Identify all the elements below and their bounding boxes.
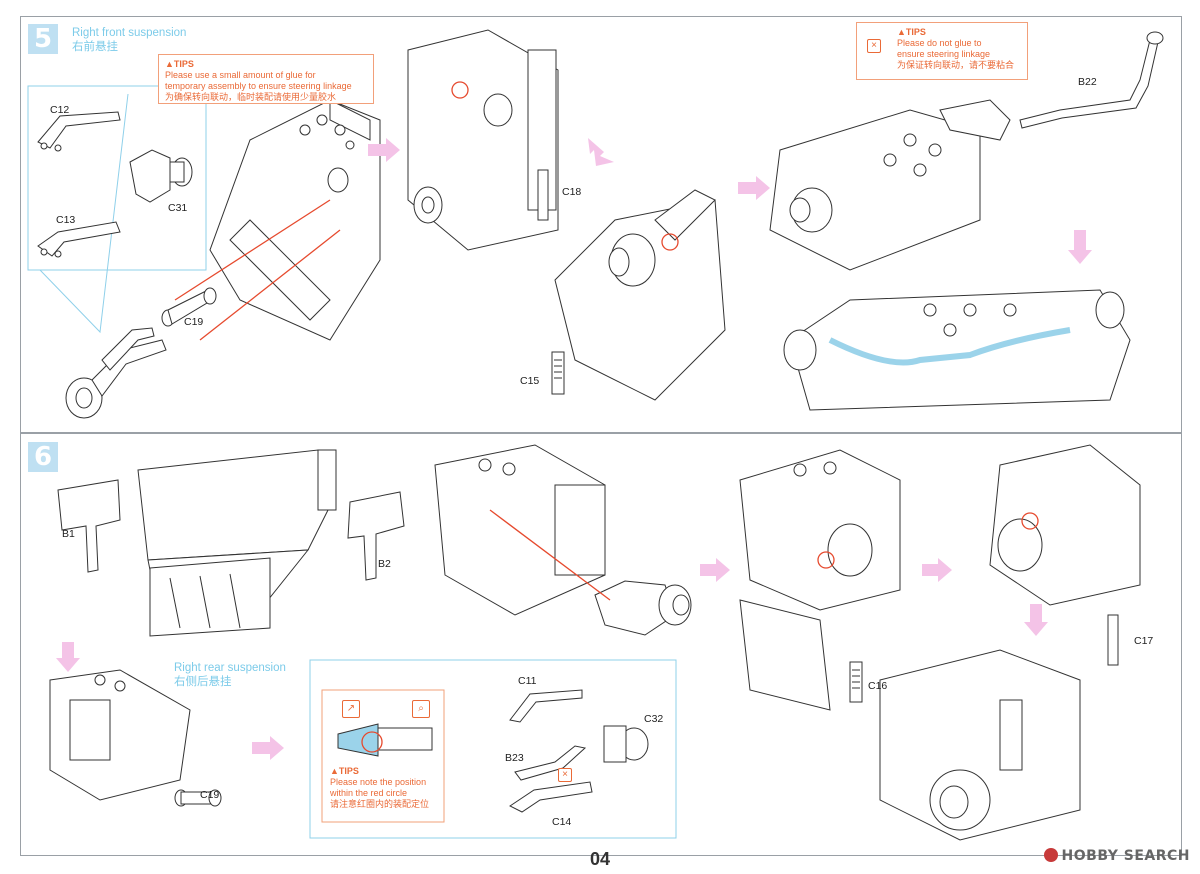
label-b23: B23 [505,752,524,764]
step5-title-cn: 右前悬挂 [72,41,118,53]
arrow-right [368,138,400,162]
part-c14 [509,781,593,813]
tips-box-frame [321,689,445,823]
tips-line: 为保证转向联动，请不要粘合 [897,60,1015,70]
part-b23 [514,745,587,781]
part-c18 [537,169,549,221]
no-glue-icon: × [867,39,881,53]
label-c19-rear: C19 [200,789,220,801]
rear-chassis-1 [49,669,191,801]
tips-line: ensure steering linkage [897,49,991,59]
step6-panel [20,432,1182,856]
front-arm-assembly [65,327,167,419]
label-c18: C18 [562,186,582,198]
step6-tips-position: ▲TIPS Please note the position within th… [330,766,442,818]
page-number: 04 [589,849,611,869]
magnifier-icon: ⌕ [412,700,430,718]
rear-chassis-4 [989,444,1141,606]
magnified-part [337,723,433,757]
step5-tips-glue: ▲TIPS Please use a small amount of glue … [158,54,374,104]
label-c32: C32 [644,713,664,725]
step5-number-badge: 5 [28,24,58,54]
rear-hub-assembly [594,580,692,636]
arrow-down [1068,230,1092,264]
part-c11 [509,689,583,723]
tips-line: Please do not glue to [897,38,982,48]
label-c16: C16 [868,680,888,692]
label-c31: C31 [168,202,188,214]
rear-chassis-2 [434,444,606,616]
part-c12 [37,111,121,152]
step6-number-badge: 6 [28,442,58,472]
arrow-down [56,642,80,672]
label-c17: C17 [1134,635,1154,647]
part-b1 [57,479,121,573]
tips-line: Please use a small amount of glue for [165,70,316,80]
part-c31 [129,149,193,203]
front-chassis-3 [554,189,726,401]
front-chassis-1 [209,99,381,341]
front-chassis-2 [407,29,559,251]
label-c14: C14 [552,816,572,828]
step6-title-cn: 右侧后悬挂 [174,676,232,688]
label-b2: B2 [378,558,391,570]
part-c15 [551,351,565,395]
part-c17 [1107,614,1119,666]
rear-chassis-3 [739,449,901,711]
step5-tips-no-glue: × ▲TIPS Please do not glue to ensure ste… [856,22,1028,80]
label-c15: C15 [520,375,540,387]
part-b2 [347,491,405,581]
detail-box [309,659,677,839]
tips-heading: ▲TIPS [897,27,926,37]
no-glue-icon: × [558,768,572,782]
tips-heading: ▲TIPS [165,59,194,69]
arrow-right [700,558,730,582]
part-c19-rear [174,789,222,807]
watermark: HOBBY SEARCH [1043,848,1190,864]
arrow-right [738,176,770,200]
front-assembled-overview [783,289,1131,411]
rear-seat-tub [149,557,271,637]
tips-line: 为确保转向联动，临时装配请使用少量胶水 [165,92,337,102]
enlarge-icon: ↗ [342,700,360,718]
part-c16 [849,661,863,703]
label-c19-front: C19 [184,316,204,328]
part-b22 [1019,31,1164,129]
watermark-text: HOBBY SEARCH [1061,848,1190,864]
front-chassis-4 [769,99,1011,271]
parts-inset-box [27,85,207,271]
tips-line: within the red circle [330,788,408,798]
part-c13 [37,221,121,258]
tips-line: temporary assembly to ensure steering li… [165,81,352,91]
arrow-right [922,558,952,582]
arrow-down-right [588,138,614,166]
step5-panel [20,16,1182,434]
label-b1: B1 [62,528,75,540]
arrow-down [1024,604,1048,636]
arrow-right [252,736,284,760]
label-b22: B22 [1078,76,1097,88]
tips-line: Please note the position [330,777,427,787]
tips-heading: ▲TIPS [330,766,359,776]
label-c11: C11 [518,675,537,687]
step5-title-en: Right front suspension [72,27,187,39]
tips-line: 请注意红圈内的装配定位 [330,799,430,809]
step6-title-en: Right rear suspension [174,662,286,674]
label-c12: C12 [50,104,70,116]
part-c32 [603,725,649,763]
watermark-logo-icon [1043,848,1058,862]
part-c19-front [161,287,217,327]
rear-assembled-overview [879,649,1081,841]
label-c13: C13 [56,214,76,226]
